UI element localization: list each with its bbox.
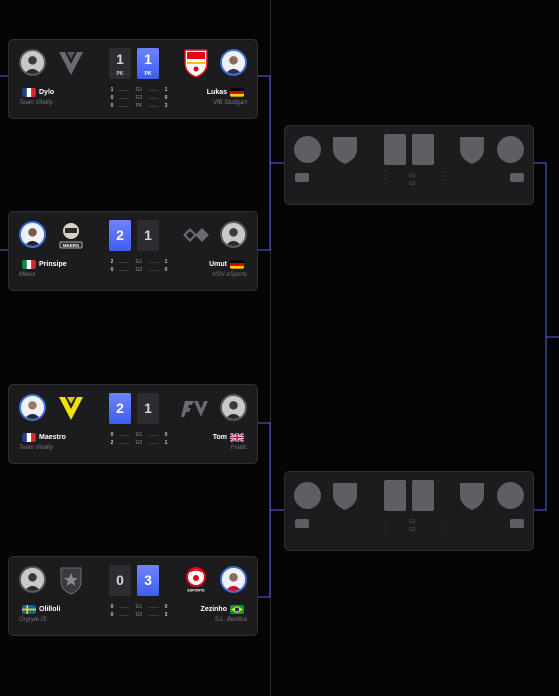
team-right: S.L. Benfica [214,617,247,623]
flag-placeholder [295,173,309,182]
game-row: -G1- [385,173,445,179]
sweden-flag-icon [22,605,36,614]
score-placeholder [384,134,406,165]
shield-placeholder-icon [458,135,486,165]
score-right: 1 [137,220,159,251]
game-row: -G2- [385,527,445,533]
player-left[interactable]: Dylo [19,88,54,97]
player-left[interactable]: Maestro [19,433,66,442]
player-avatar-right [220,221,247,248]
avatar-placeholder [294,482,321,509]
penalty-label: PK [144,71,152,77]
player-right[interactable]: Zezinho [201,605,247,614]
brazil-flag-icon [230,605,244,614]
team-left: Team Vitality [19,445,54,451]
player-avatar-right [220,566,247,593]
germany-flag-icon [230,260,244,269]
player-avatar-right [220,394,247,421]
shield-placeholder-icon [331,481,359,511]
mkers-logo-icon: MKERS [56,219,86,251]
pending-match-card-2[interactable]: -G1- -G2- [284,471,534,551]
team-left: Team Vitality [19,100,54,106]
shield-placeholder-icon [331,135,359,165]
player-avatar-right [220,49,247,76]
score-left: 2 [109,220,131,251]
player-avatar-left [19,221,46,248]
score-right: 1 [137,393,159,424]
game-row: -G1- [385,519,445,525]
france-flag-icon [22,88,36,97]
avatar-placeholder [294,136,321,163]
hsv-esports-logo-icon [181,219,211,251]
player-avatar-left [19,394,46,421]
svg-text:ESPORTS: ESPORTS [187,589,205,593]
germany-flag-icon [230,88,244,97]
flag-placeholder [510,519,524,528]
team-left: Mkers [19,272,36,278]
player-right[interactable]: Umut [209,260,247,269]
shield-placeholder-icon [458,481,486,511]
orgryte-logo-icon [56,564,86,596]
flag-placeholder [510,173,524,182]
fnatic-logo-icon [181,392,211,424]
score-placeholder [384,480,406,511]
avatar-placeholder [497,136,524,163]
divider-left [270,0,271,696]
player-avatar-left [19,49,46,76]
avatar-placeholder [497,482,524,509]
match-card-2[interactable]: MKERS 2 1 Prinsipe Mkers Umut HSV eSport… [8,211,258,291]
match-card-4[interactable]: 0 3 ESPORTS Olilloli Örgryte IS Zezinho … [8,556,258,636]
flag-placeholder [295,519,309,528]
game-results-placeholder: -G1- -G2- [385,172,445,188]
uk-flag-icon [230,433,244,442]
score-placeholder [412,134,434,165]
team-right: HSV eSports [212,272,247,278]
pending-match-card-1[interactable]: -G1- -G2- [284,125,534,205]
player-avatar-left [19,566,46,593]
team-left: Örgryte IS [19,617,47,623]
benfica-logo-icon: ESPORTS [181,564,211,596]
score-right: 3 [137,565,159,596]
score-placeholder [412,480,434,511]
vitality-logo-icon [56,392,86,424]
game-row: -G2- [385,181,445,187]
team-right: Fnatic [230,445,247,451]
player-right[interactable]: Tom [213,433,247,442]
team-right: VfB Stuttgart [212,100,247,106]
score-left: 2 [109,393,131,424]
game-results-placeholder: -G1- -G2- [385,518,445,534]
player-left[interactable]: Prinsipe [19,260,67,269]
penalty-label: PK [116,71,124,77]
france-flag-icon [22,433,36,442]
vfb-stuttgart-logo-icon [181,47,211,79]
vitality-logo-icon [56,47,86,79]
svg-text:MKERS: MKERS [63,243,79,248]
italy-flag-icon [22,260,36,269]
player-left[interactable]: Olilloli [19,605,60,614]
score-left: 0 [109,565,131,596]
player-right[interactable]: Lukas [207,88,247,97]
